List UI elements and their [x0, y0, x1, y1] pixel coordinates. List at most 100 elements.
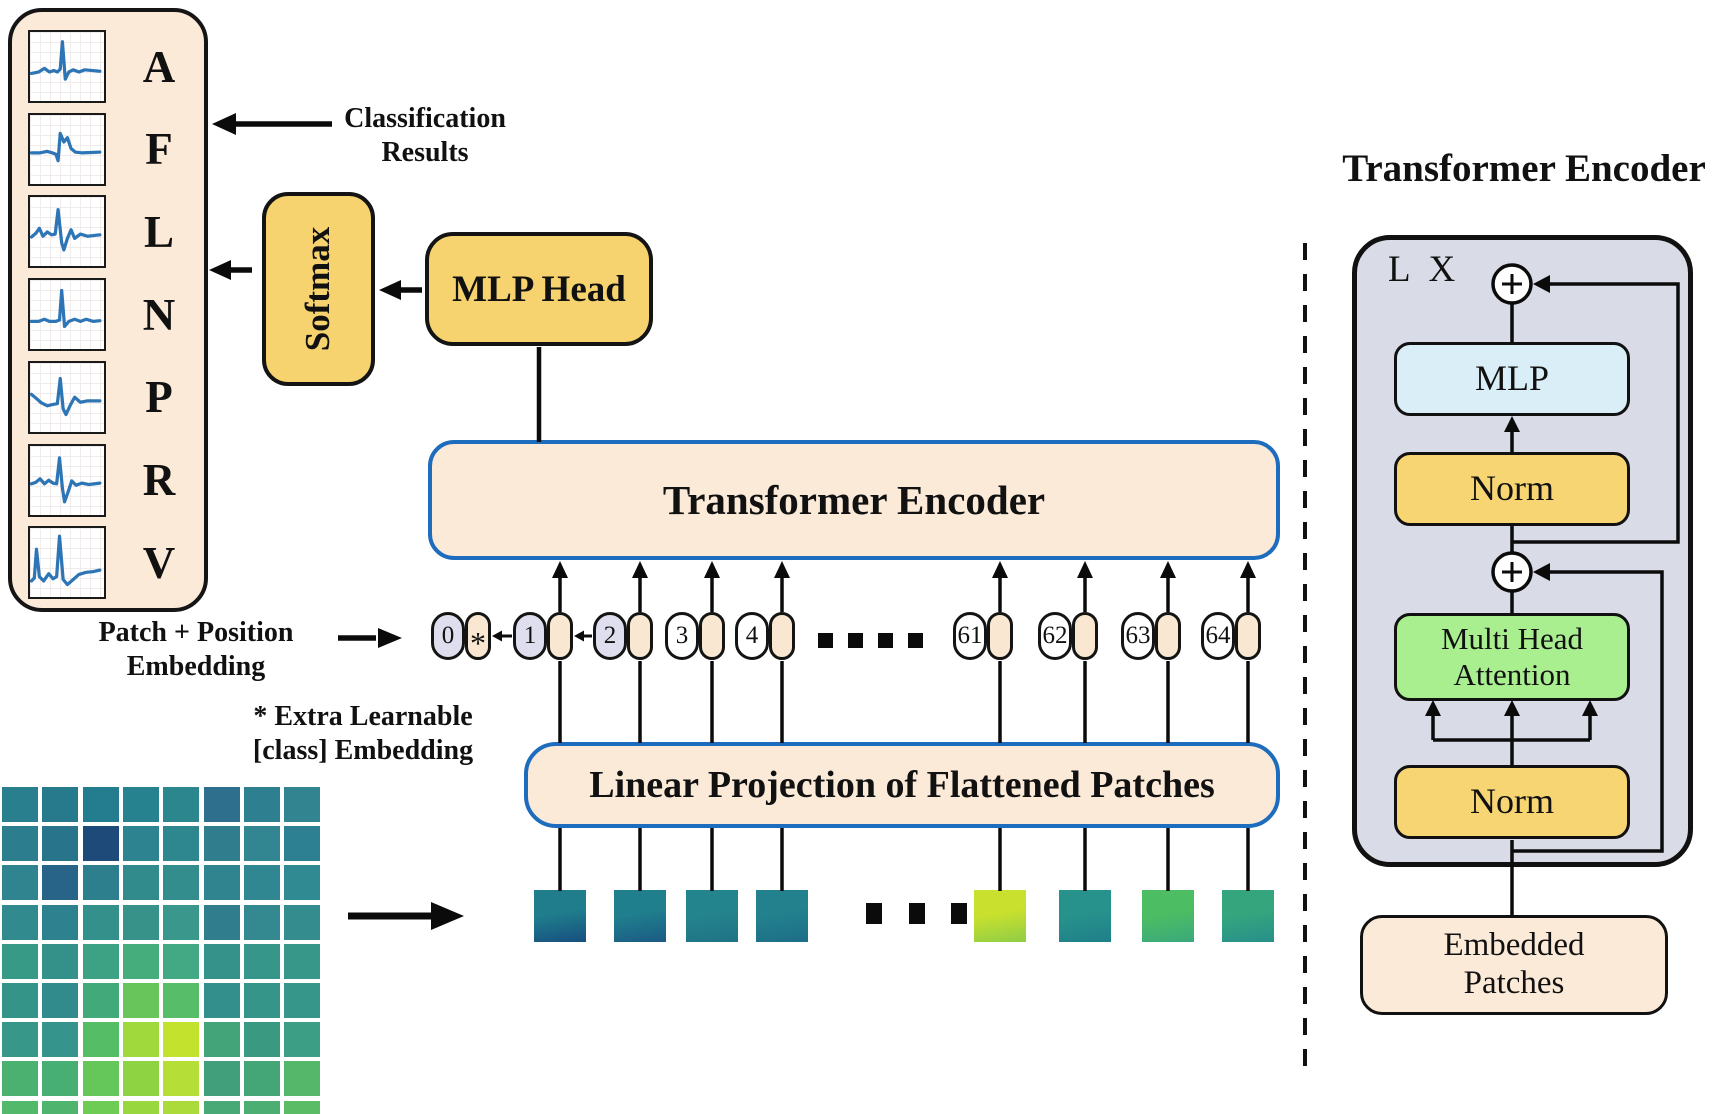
heatmap-cell-r5-c1 [2, 943, 38, 979]
heatmap-cell-r4-c4 [122, 904, 159, 940]
right-panel-title: Transformer Encoder [1342, 147, 1706, 190]
heatmap-cell-r6-c5 [163, 983, 200, 1018]
dashed-separator [1303, 243, 1307, 1067]
ecg-class-row-A: A [12, 30, 204, 103]
ecg-class-row-V: V [12, 526, 204, 600]
flattened-patch-3 [686, 890, 738, 942]
classification-results-label: Classification Results [300, 102, 550, 170]
norm-bottom-box: Norm [1394, 765, 1630, 839]
ecg-class-label-V: V [142, 537, 176, 588]
position-add-arrowhead-2 [574, 630, 584, 642]
flattened-patch-2 [614, 890, 666, 942]
token-ellipsis-dot-4 [908, 633, 923, 648]
ecg-class-label-R: R [142, 455, 176, 505]
norm-bottom-label: Norm [1470, 781, 1554, 822]
heatmap-cell-r4-c5 [163, 904, 200, 940]
patch-ellipsis-dot-1 [866, 903, 882, 924]
heatmap-cell-r2-c2 [42, 826, 79, 862]
heatmap-cell-r2-c6 [203, 826, 240, 862]
heatmap-cell-r6-c1 [2, 983, 38, 1018]
flattened-patch-8 [1222, 890, 1274, 942]
ecg-waveform-thumbnail-R [28, 443, 106, 517]
heatmap-cell-r2-c4 [122, 826, 159, 862]
position-token-2: 2 [593, 612, 627, 660]
heatmap-cell-r8-c7 [243, 1061, 280, 1097]
ecg-trace-F [29, 131, 102, 163]
embedded-patches-line2: Patches [1463, 965, 1565, 1001]
ecg-class-row-N: N [12, 278, 204, 352]
heatmap-cell-r9-c7 [243, 1100, 280, 1114]
embedding-note-arrowhead [378, 628, 402, 648]
ecg-waveform-thumbnail-L [28, 195, 106, 269]
ecg-waveform-thumbnail-P [28, 360, 106, 434]
heatmap-cell-r5-c8 [284, 943, 321, 979]
heatmap-cell-r7-c4 [122, 1022, 159, 1058]
heatmap-cell-r4-c7 [243, 904, 280, 940]
heatmap-cell-r7-c7 [243, 1022, 280, 1058]
ecg-class-label-N: N [142, 289, 176, 340]
heatmap-cell-r4-c6 [203, 904, 240, 940]
class-note-line2: [class] Embedding [252, 735, 474, 767]
ecg-class-row-L: L [12, 195, 204, 269]
heatmap-cell-r5-c4 [122, 943, 159, 979]
image-to-patches-arrowhead [431, 902, 464, 930]
ecg-class-row-P: P [12, 360, 204, 434]
ecg-waveform-thumbnail-N [28, 278, 106, 352]
heatmap-cell-r8-c8 [284, 1061, 321, 1097]
token-up-arrowhead-64 [1240, 561, 1256, 578]
heatmap-cell-r2-c1 [2, 826, 38, 862]
heatmap-cell-r7-c3 [82, 1022, 119, 1058]
heatmap-cell-r5-c7 [243, 943, 280, 979]
position-add-arrowhead-1 [492, 630, 502, 642]
ecg-trace-P [29, 376, 102, 416]
linear-projection-label: Linear Projection of Flattened Patches [589, 764, 1215, 806]
patch-embedding-pill-4 [769, 612, 795, 660]
position-token-61: 61 [953, 612, 987, 660]
ecg-waveform-L [29, 208, 102, 252]
heatmap-cell-r1-c1 [2, 787, 38, 822]
position-token-0: 0 [431, 612, 465, 660]
softmax-output-arrowhead [209, 260, 231, 280]
softmax-box: Softmax [262, 192, 375, 386]
mlp-head-box: MLP Head [425, 232, 653, 346]
heatmap-cell-r9-c8 [284, 1100, 321, 1114]
heatmap-cell-r9-c1 [2, 1100, 38, 1114]
transformer-encoder-label: Transformer Encoder [662, 477, 1046, 523]
heatmap-cell-r2-c5 [163, 826, 200, 862]
ecg-waveform-R [29, 455, 102, 503]
heatmap-cell-r6-c8 [284, 983, 321, 1018]
heatmap-cell-r1-c2 [42, 787, 79, 822]
ecg-trace-R [29, 455, 102, 503]
heatmap-cell-r5-c2 [42, 943, 79, 979]
heatmap-cell-r8-c3 [82, 1061, 119, 1097]
token-ellipsis-dot-3 [878, 633, 893, 648]
ecg-waveform-P [29, 376, 102, 416]
ecg-class-label-L: L [143, 206, 174, 257]
heatmap-cell-r3-c1 [2, 865, 38, 901]
mha-line1: Multi Head [1440, 621, 1584, 657]
heatmap-cell-r5-c6 [203, 943, 240, 979]
linear-projection-box: Linear Projection of Flattened Patches [524, 742, 1280, 828]
patch-embedding-pill-63 [1155, 612, 1181, 660]
heatmap-cell-r8-c5 [163, 1061, 200, 1097]
ecg-class-label-F: F [145, 124, 173, 175]
token-up-arrowhead-62 [1077, 561, 1093, 578]
heatmap-cell-r9-c4 [122, 1100, 159, 1114]
heatmap-cell-r9-c2 [42, 1100, 79, 1114]
heatmap-cell-r1-c7 [243, 787, 280, 822]
ecg-class-row-F: F [12, 112, 204, 186]
heatmap-cell-r4-c1 [2, 904, 38, 940]
token-up-arrowhead-61 [992, 561, 1008, 578]
heatmap-cell-r5-c5 [163, 943, 200, 979]
ecg-trace-L [29, 208, 102, 252]
patch-embedding-pill-64 [1235, 612, 1261, 660]
heatmap-cell-r3-c3 [82, 865, 119, 901]
heatmap-cell-r1-c6 [203, 787, 240, 822]
ecg-trace-V [29, 534, 102, 587]
patch-embedding-pill-3 [699, 612, 725, 660]
patch-position-line2: Embedding [126, 651, 266, 683]
heatmap-cell-r7-c2 [42, 1022, 79, 1058]
classification-results-line2: Results [381, 137, 469, 169]
